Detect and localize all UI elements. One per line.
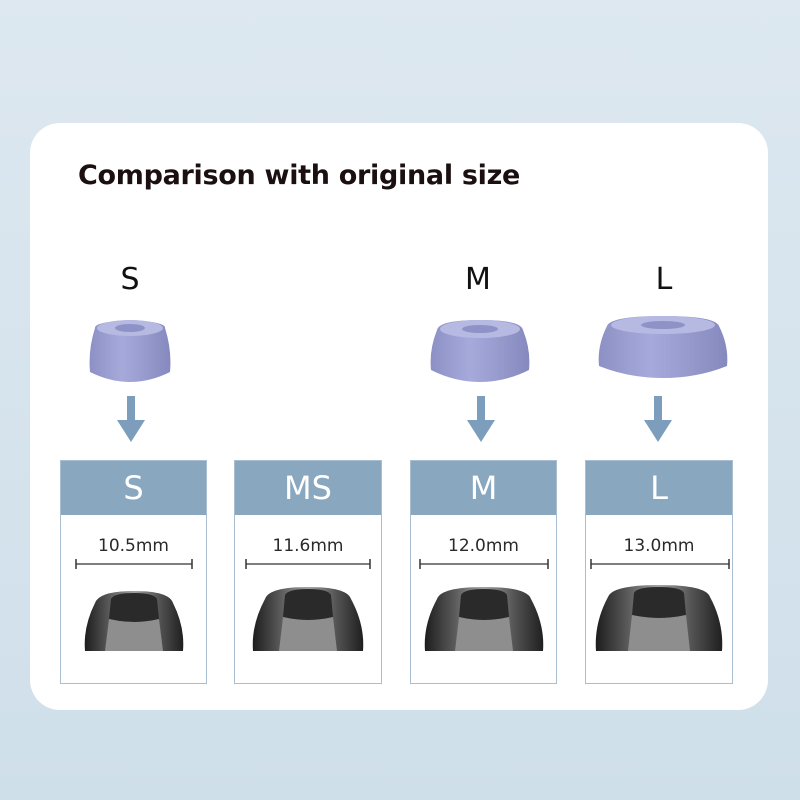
size-card-l: L 13.0mm xyxy=(585,460,733,684)
size-card-s: S 10.5mm xyxy=(60,460,207,684)
size-card-ms: MS 11.6mm xyxy=(234,460,382,684)
original-size-label-m: M xyxy=(465,262,491,297)
size-label: MS xyxy=(235,461,381,515)
measure-line xyxy=(245,559,371,569)
arrow-down-icon xyxy=(467,396,495,442)
measure-line xyxy=(75,559,193,569)
size-card-m: M 12.0mm xyxy=(410,460,557,684)
original-tip-l-image xyxy=(598,316,728,378)
arrow-down-icon xyxy=(644,396,672,442)
size-measure: 13.0mm xyxy=(623,536,695,556)
size-label: M xyxy=(411,461,556,515)
ear-tip-l-image xyxy=(595,585,723,651)
original-tip-m-image xyxy=(430,320,530,382)
size-measure: 11.6mm xyxy=(272,536,344,556)
measure-line xyxy=(590,559,730,569)
size-label: L xyxy=(586,461,732,515)
original-tip-s-image xyxy=(89,320,171,382)
page-title: Comparison with original size xyxy=(78,160,521,191)
size-measure: 10.5mm xyxy=(98,536,169,556)
measure-line xyxy=(419,559,549,569)
arrow-down-icon xyxy=(117,396,145,442)
size-label: S xyxy=(61,461,206,515)
original-size-label-s: S xyxy=(120,262,140,297)
ear-tip-ms-image xyxy=(252,587,364,651)
ear-tip-s-image xyxy=(84,591,184,651)
original-size-label-l: L xyxy=(655,262,673,297)
size-measure: 12.0mm xyxy=(448,536,519,556)
ear-tip-m-image xyxy=(424,587,544,651)
